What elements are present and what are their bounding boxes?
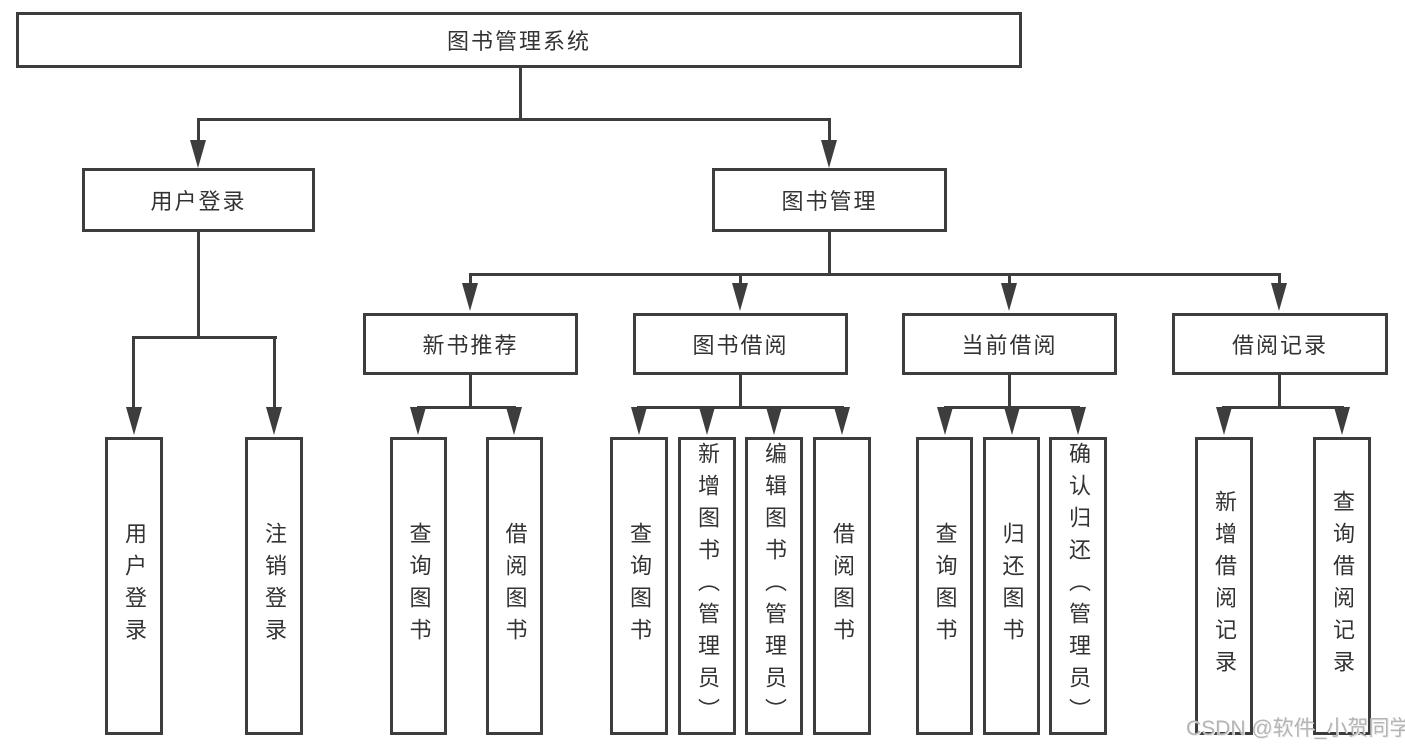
node-new-book-recommend: 新书推荐 <box>363 313 578 375</box>
connector-line <box>132 336 135 411</box>
arrowhead-icon <box>821 140 837 168</box>
leaf-label: 编辑图书（管理员） <box>762 442 787 730</box>
leaf-return-books: 归还图书 <box>983 437 1040 735</box>
connector-line <box>519 68 522 120</box>
leaf-add-borrow-record: 新增借阅记录 <box>1195 437 1253 735</box>
connector-line <box>1008 273 1011 287</box>
connector-line <box>739 375 742 408</box>
connector-line <box>637 406 844 409</box>
arrowhead-icon <box>506 407 522 435</box>
leaf-label: 查询图书 <box>932 522 958 650</box>
arrowhead-icon <box>1070 407 1086 435</box>
arrowhead-icon <box>937 407 953 435</box>
connector-line <box>828 232 831 275</box>
node-book-management: 图书管理 <box>712 168 947 232</box>
arrowhead-icon <box>462 283 478 311</box>
leaf-label: 确认归还（管理员） <box>1066 442 1091 730</box>
arrowhead-icon <box>1004 407 1020 435</box>
leaf-label: 新增借阅记录 <box>1212 490 1237 682</box>
node-borrow-records: 借阅记录 <box>1172 313 1388 375</box>
leaf-borrow-books-borrowing: 借阅图书 <box>813 437 871 735</box>
arrowhead-icon <box>1216 407 1232 435</box>
connector-line <box>417 406 516 409</box>
node-root: 图书管理系统 <box>16 12 1022 68</box>
connector-line <box>1278 375 1281 408</box>
csdn-watermark: CSDN @软件_小贺同学 <box>1186 717 1405 740</box>
connector-line <box>132 336 277 339</box>
connector-line <box>469 273 472 287</box>
connector-line <box>197 118 200 144</box>
leaf-edit-books-admin: 编辑图书（管理员） <box>745 437 803 735</box>
leaf-label: 归还图书 <box>999 522 1025 650</box>
leaf-borrow-books-recommend: 借阅图书 <box>486 437 543 735</box>
node-user-login: 用户登录 <box>82 168 315 232</box>
arrowhead-icon <box>834 407 850 435</box>
arrowhead-icon <box>1271 283 1287 311</box>
leaf-confirm-return-admin: 确认归还（管理员） <box>1049 437 1107 735</box>
leaf-add-books-admin: 新增图书（管理员） <box>678 437 736 735</box>
connector-line <box>828 118 831 144</box>
connector-line <box>469 375 472 408</box>
arrowhead-icon <box>1001 283 1017 311</box>
leaf-query-books-borrowing: 查询图书 <box>610 437 668 735</box>
connector-line <box>273 336 276 411</box>
connector-line <box>1222 406 1344 409</box>
leaf-label: 借阅图书 <box>830 522 855 650</box>
leaf-label: 借阅图书 <box>502 522 528 650</box>
leaf-logout: 注销登录 <box>245 437 303 735</box>
leaf-query-books-current: 查询图书 <box>916 437 973 735</box>
leaf-query-borrow-record: 查询借阅记录 <box>1313 437 1371 735</box>
arrowhead-icon <box>732 283 748 311</box>
connector-line <box>1278 273 1281 287</box>
connector-line <box>1008 375 1011 408</box>
arrowhead-icon <box>126 407 142 435</box>
connector-line <box>739 273 742 287</box>
node-book-borrowing: 图书借阅 <box>633 313 848 375</box>
leaf-label: 查询图书 <box>627 522 652 650</box>
leaf-label: 新增图书（管理员） <box>695 442 720 730</box>
arrowhead-icon <box>190 140 206 168</box>
arrowhead-icon <box>631 407 647 435</box>
leaf-user-login: 用户登录 <box>105 437 163 735</box>
arrowhead-icon <box>266 407 282 435</box>
leaf-label: 注销登录 <box>262 522 287 650</box>
leaf-query-books-recommend: 查询图书 <box>390 437 447 735</box>
leaf-label: 查询借阅记录 <box>1330 490 1355 682</box>
arrowhead-icon <box>699 407 715 435</box>
leaf-label: 查询图书 <box>406 522 432 650</box>
arrowhead-icon <box>1334 407 1350 435</box>
arrowhead-icon <box>410 407 426 435</box>
leaf-label: 用户登录 <box>122 522 147 650</box>
node-current-borrowing: 当前借阅 <box>902 313 1117 375</box>
connector-line <box>469 273 1280 276</box>
arrowhead-icon <box>766 407 782 435</box>
connector-line <box>197 232 200 339</box>
connector-line <box>197 118 831 121</box>
